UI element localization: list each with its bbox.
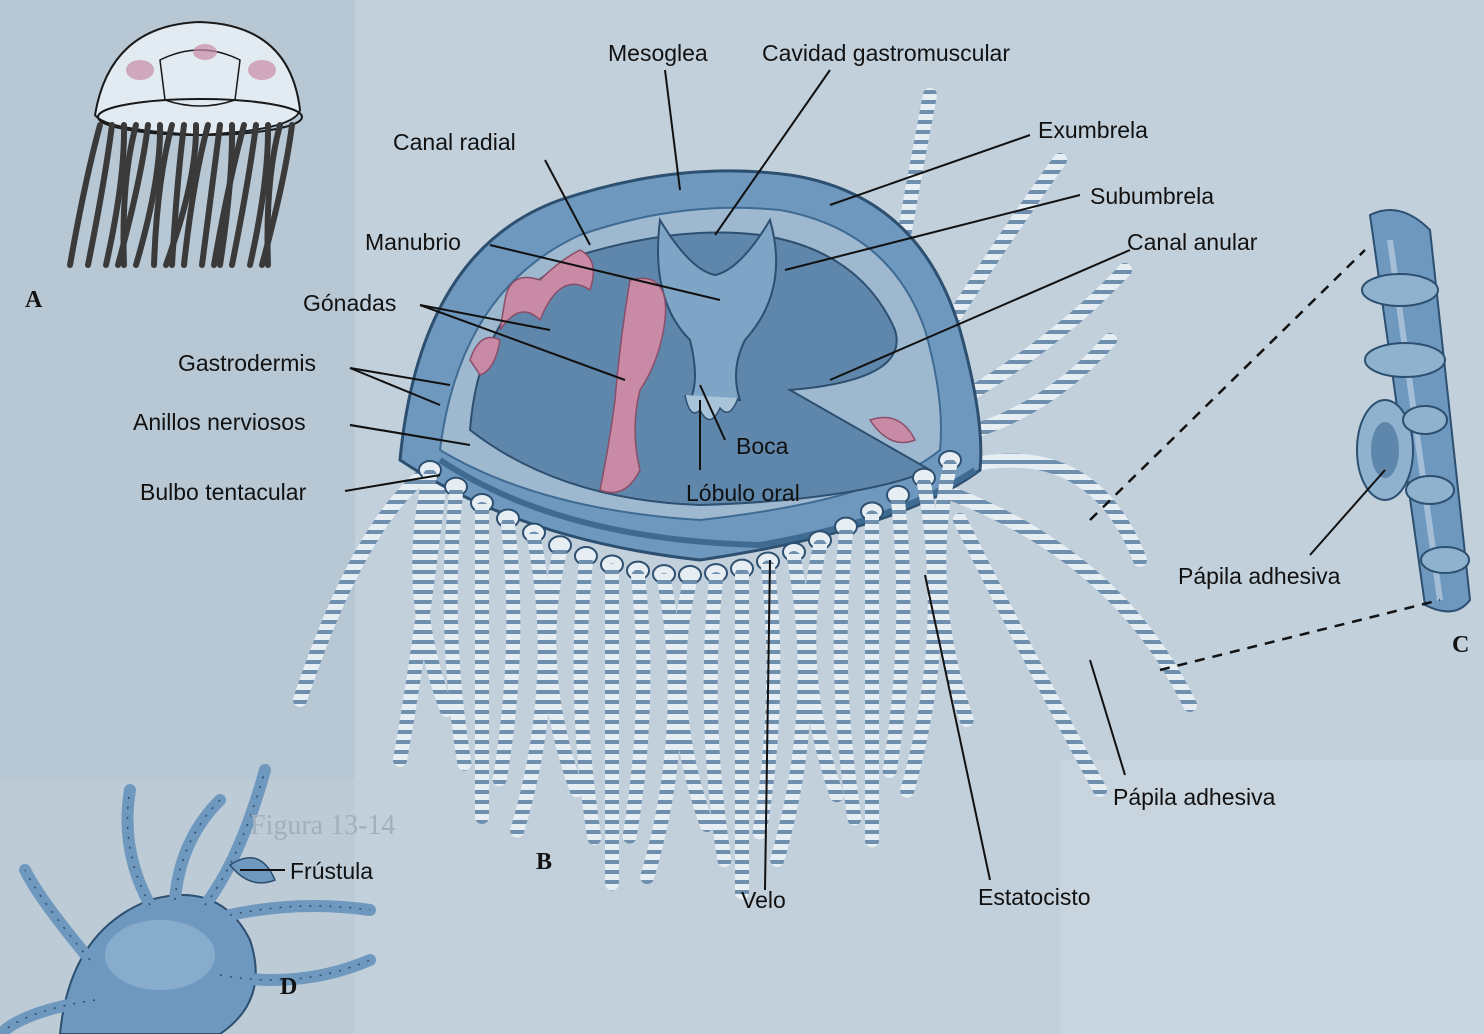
label-gastrodermis: Gastrodermis bbox=[178, 352, 316, 375]
label-papila-adhesiva-c: Pápila adhesiva bbox=[1178, 565, 1340, 588]
label-frustula: Frústula bbox=[290, 860, 373, 883]
label-bulbo-tentacular: Bulbo tentacular bbox=[140, 481, 306, 504]
label-subumbrela: Subumbrela bbox=[1090, 185, 1214, 208]
label-canal-anular: Canal anular bbox=[1127, 231, 1257, 254]
label-velo: Velo bbox=[741, 889, 786, 912]
label-canal-radial: Canal radial bbox=[393, 131, 516, 154]
panel-label-d: D bbox=[280, 975, 297, 999]
label-mesoglea: Mesoglea bbox=[608, 42, 708, 65]
panel-label-c: C bbox=[1452, 633, 1469, 657]
panel-label-a: A bbox=[25, 288, 42, 312]
label-estatocisto: Estatocisto bbox=[978, 886, 1091, 909]
label-anillos-nerviosos: Anillos nerviosos bbox=[133, 411, 306, 434]
label-gonadas: Gónadas bbox=[303, 292, 396, 315]
label-boca: Boca bbox=[736, 435, 788, 458]
label-lobulo-oral: Lóbulo oral bbox=[686, 482, 800, 505]
label-exumbrela: Exumbrela bbox=[1038, 119, 1148, 142]
label-papila-adhesiva-b: Pápila adhesiva bbox=[1113, 786, 1275, 809]
panel-label-b: B bbox=[536, 850, 552, 874]
background-figure-caption: Figura 13-14 bbox=[250, 812, 395, 840]
label-manubrio: Manubrio bbox=[365, 231, 461, 254]
label-cavidad-gastromuscular: Cavidad gastromuscular bbox=[762, 42, 1010, 65]
